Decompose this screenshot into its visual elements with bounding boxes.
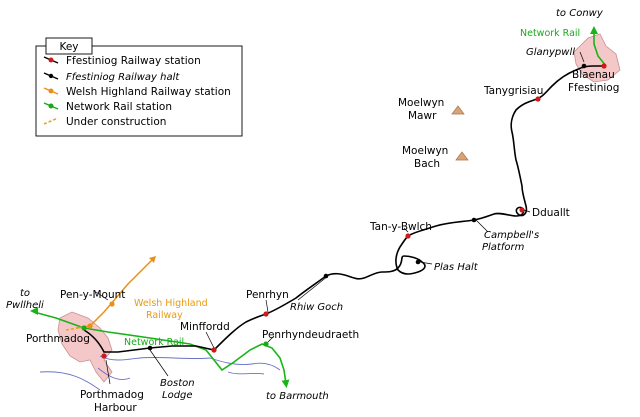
boston-lodge-halt (147, 345, 153, 351)
label-blaenau-1: Blaenau (572, 69, 615, 81)
legend: Key Ffestiniog Railway station Ffestinio… (35, 37, 243, 137)
pen-y-mount-station (109, 301, 115, 307)
label-blaenau-2: Ffestiniog (568, 82, 619, 94)
legend-item-network-rail-station: Network Rail station (43, 101, 172, 113)
network-rail-west-arrowhead (30, 307, 38, 315)
network-rail-conwy-line (590, 26, 607, 67)
label-dduallt: Dduallt (532, 207, 570, 219)
label-moelwyn-bach-1: Moelwyn (402, 145, 448, 157)
campbells-platform-halt (471, 217, 477, 223)
network-rail-coast-line (33, 311, 290, 388)
label-moelwyn-bach-2: Bach (414, 158, 440, 170)
tan-y-bwlch-station (405, 233, 411, 239)
welsh-highland-arrowhead (149, 256, 156, 263)
moelwyn-bach-peak (455, 151, 469, 161)
svg-text:Network Rail station: Network Rail station (66, 101, 172, 113)
minffordd-station (211, 347, 217, 353)
label-tan-y-bwlch: Tan-y-Bwlch (369, 221, 432, 233)
label-moelwyn-mawr-1: Moelwyn (398, 97, 444, 109)
label-campbells-1: Campbell's (484, 230, 539, 241)
legend-item-ffestiniog-station: Ffestiniog Railway station (43, 55, 201, 67)
penrhyndeudraeth-station (263, 341, 269, 347)
porthmadog-town-area (57, 311, 113, 383)
rivers (39, 355, 281, 391)
label-porthmadog-harbour-2: Harbour (94, 402, 137, 414)
label-minffordd: Minffordd (180, 321, 230, 333)
leader-lines (95, 51, 585, 385)
rhiw-goch-halt (323, 273, 329, 279)
legend-item-ffestiniog-halt: Ffestiniog Railway halt (43, 72, 180, 83)
legend-item-under-construction: Under construction (43, 116, 166, 128)
svg-text:Ffestiniog Railway halt: Ffestiniog Railway halt (66, 72, 180, 83)
penrhyn-station (263, 311, 269, 317)
label-porthmadog-harbour-1: Porthmadog (80, 389, 144, 401)
plas-halt (415, 259, 421, 265)
legend-item-welsh-highland-station: Welsh Highland Railway station (43, 86, 231, 98)
legend-box (35, 45, 243, 137)
label-welsh-highland-1: Welsh Highland (134, 298, 208, 309)
legend-title: Key (59, 41, 78, 53)
porthmadog-network-station (81, 325, 87, 331)
dduallt-station (519, 207, 525, 213)
blaenau-ffestiniog-town-area (573, 33, 621, 83)
svg-text:Welsh Highland Railway station: Welsh Highland Railway station (66, 86, 231, 98)
blaenau-ffestiniog-station (601, 63, 607, 69)
moelwyn-mawr-peak (451, 105, 465, 115)
label-tanygrisiau: Tanygrisiau (483, 85, 543, 97)
legend-title-box (45, 37, 93, 55)
label-campbells-2: Platform (482, 242, 525, 253)
label-boston-lodge-1: Boston (160, 378, 195, 389)
porthmadog-harbour-station (101, 353, 107, 359)
label-to-pwllheli-1: to (20, 288, 30, 299)
label-porthmadog: Porthmadog (26, 333, 90, 345)
label-boston-lodge-2: Lodge (162, 390, 193, 401)
porthmadog-whr-station (87, 323, 93, 329)
label-to-barmouth: to Barmouth (266, 391, 329, 402)
label-moelwyn-mawr-2: Mawr (408, 110, 437, 122)
tanygrisiau-station (535, 96, 541, 102)
svg-text:Under construction: Under construction (66, 116, 166, 128)
label-network-rail-south: Network Rail (124, 337, 184, 348)
label-to-conwy: to Conwy (556, 8, 604, 19)
label-glanypwll: Glanypwll (526, 47, 575, 58)
label-penrhyndeudraeth: Penrhyndeudraeth (262, 329, 359, 341)
station-markers (81, 63, 607, 359)
label-penrhyn: Penrhyn (246, 289, 289, 301)
svg-text:Ffestiniog Railway station: Ffestiniog Railway station (66, 55, 201, 67)
label-plas-halt: Plas Halt (434, 262, 479, 273)
label-pen-y-mount: Pen-y-Mount (60, 289, 125, 301)
label-rhiw-goch: Rhiw Goch (290, 302, 343, 313)
glanypwll-halt (581, 63, 587, 69)
label-to-pwllheli-2: Pwllheli (6, 300, 44, 311)
label-welsh-highland-2: Railway (146, 310, 183, 321)
label-network-rail-north: Network Rail (520, 28, 580, 39)
